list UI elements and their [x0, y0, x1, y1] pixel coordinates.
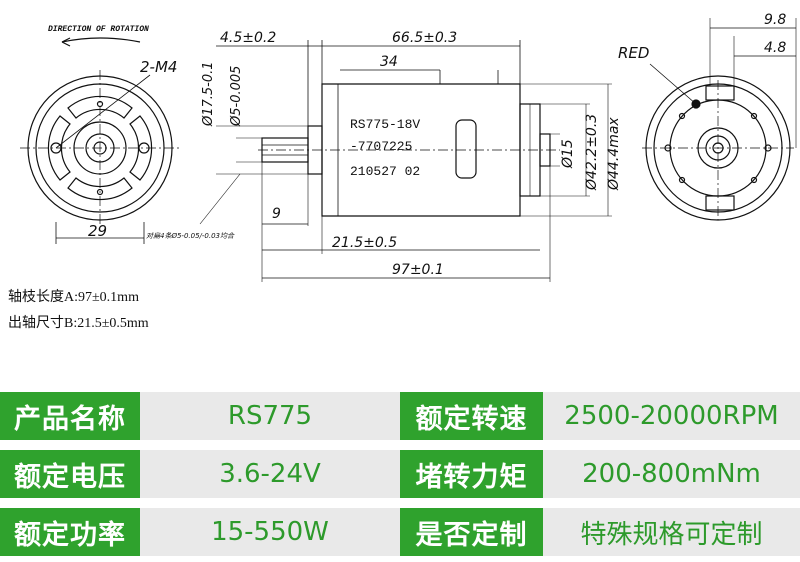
front-view: DIRECTION OF ROTATION 2-M4 29: [20, 25, 180, 244]
dim-97: 97±0.1: [392, 262, 444, 278]
dim-right-9-8: 9.8: [764, 12, 786, 28]
spec-label: 产品名称: [0, 392, 140, 440]
spec-label: 堵转力矩: [400, 450, 543, 498]
spec-row: 额定功率 15-550W 是否定制 特殊规格可定制: [0, 508, 800, 556]
technical-drawing: DIRECTION OF ROTATION 2-M4 29: [20, 12, 797, 282]
dim-dia-15: Ø15: [560, 139, 576, 169]
motor-label-1: RS775-18V: [350, 117, 420, 132]
dim-9: 9: [272, 206, 281, 222]
spec-row: 额定电压 3.6-24V 堵转力矩 200-800mNm: [0, 450, 800, 498]
dim-dia-5: Ø5-0.005: [229, 66, 244, 127]
dim-shaft-len: 4.5±0.2: [220, 30, 276, 46]
motor-label-2: -7707225: [350, 139, 412, 154]
dim-body-len: 66.5±0.3: [392, 30, 457, 46]
dim-right-4-8: 4.8: [764, 40, 786, 56]
red-label: RED: [618, 44, 649, 62]
spec-label: 是否定制: [400, 508, 543, 556]
spec-row: 产品名称 RS775 额定转速 2500-20000RPM: [0, 392, 800, 440]
dim-dia-42-2: Ø42.2±0.3: [584, 114, 600, 191]
spec-value: 特殊规格可定制: [543, 508, 800, 556]
spec-value: 15-550W: [140, 508, 400, 556]
screw-label: 2-M4: [140, 58, 177, 76]
rear-view: RED 9.8 4.8: [618, 12, 797, 221]
dimension-notes: 轴枝长度A:97±0.1mm 出轴尺寸B:21.5±0.5mm: [8, 285, 149, 337]
spec-value: 3.6-24V: [140, 450, 400, 498]
spec-table: 产品名称 RS775 额定转速 2500-20000RPM 额定电压 3.6-2…: [0, 392, 800, 562]
spec-value: 200-800mNm: [543, 450, 800, 498]
side-view: RS775-18V -7707225 210527 02 4.5±0.2 66.…: [146, 30, 622, 282]
direction-label: DIRECTION OF ROTATION: [48, 25, 149, 34]
dim-21-5: 21.5±0.5: [332, 235, 397, 251]
spec-value: RS775: [140, 392, 400, 440]
spec-label: 额定功率: [0, 508, 140, 556]
dim-left-width: 29: [88, 222, 107, 240]
note-shaft-length: 轴枝长度A:97±0.1mm: [8, 290, 139, 305]
dim-dia-44-4: Ø44.4max: [606, 117, 622, 191]
note-output-shaft: 出轴尺寸B:21.5±0.5mm: [8, 316, 149, 331]
flat-note: 对扁4条Ø5-0.05/-0.03均合: [146, 232, 235, 240]
spec-label: 额定转速: [400, 392, 543, 440]
spec-label: 额定电压: [0, 450, 140, 498]
motor-label-3: 210527 02: [350, 164, 420, 179]
dim-mid-34: 34: [380, 54, 398, 70]
spec-value: 2500-20000RPM: [543, 392, 800, 440]
dim-dia-17-5: Ø17.5-0.1: [201, 61, 216, 127]
